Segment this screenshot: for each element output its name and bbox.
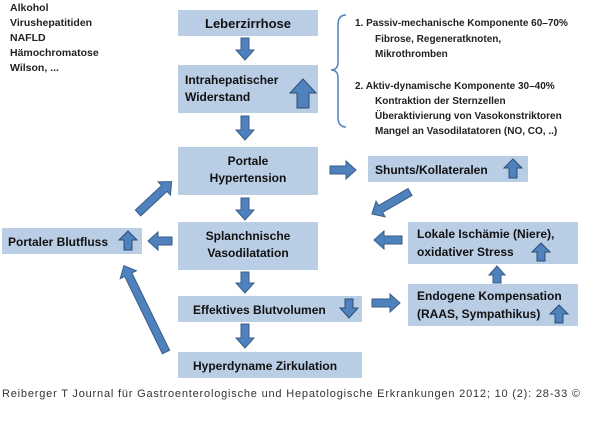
component-item: Überaktivierung von Vasokonstriktoren xyxy=(375,109,562,122)
components-passiv: 1. Passiv-mechanische Komponente 60–70% … xyxy=(355,18,568,60)
node-label: Hyperdyname Zirkulation xyxy=(193,359,337,373)
node-box xyxy=(178,296,362,322)
arrow-hypertension-to-shunts xyxy=(329,159,357,181)
arrow-widerstand-to-hypertension xyxy=(234,115,256,141)
node-label: (RAAS, Sympathikus) xyxy=(417,307,540,321)
arrow-down-icon xyxy=(338,298,360,319)
components-aktiv: 2. Aktiv-dynamische Komponente 30–40% Ko… xyxy=(355,81,562,137)
cause-item: Wilson, ... xyxy=(10,62,59,74)
node-effektives-blutvolumen: Effektives Blutvolumen xyxy=(178,296,362,322)
node-label: Portaler Blutfluss xyxy=(8,235,108,249)
arrow-kompensation-to-ischaemie xyxy=(487,265,507,284)
node-label: Shunts/Kollateralen xyxy=(375,163,488,177)
node-box xyxy=(178,352,362,378)
node-box xyxy=(408,284,578,326)
node-label: Lokale Ischämie (Niere), xyxy=(417,227,554,241)
node-label: Widerstand xyxy=(185,90,250,104)
node-leberzirrhose: Leberzirrhose xyxy=(178,10,318,36)
node-box xyxy=(178,222,318,270)
arrow-blutfluss-to-hypertension xyxy=(134,181,173,217)
arrow-ischaemie-to-vasodilatation xyxy=(373,229,403,251)
node-hyperdyname-zirkulation: Hyperdyname Zirkulation xyxy=(178,352,362,378)
arrow-vasodilatation-to-blutfluss xyxy=(147,230,173,252)
node-lokale-ischaemie: Lokale Ischämie (Niere), oxidativer Stre… xyxy=(408,222,578,264)
node-label: Effektives Blutvolumen xyxy=(193,303,326,317)
arrow-blutvolumen-to-kompensation xyxy=(371,292,401,314)
arrow-zirkulation-to-blutfluss xyxy=(119,265,171,355)
node-label: Splanchnische xyxy=(206,229,291,243)
node-label: Leberzirrhose xyxy=(205,16,291,31)
arrow-up-icon xyxy=(288,78,318,109)
arrow-up-icon xyxy=(117,230,139,251)
node-splanchnische-vasodilatation: Splanchnische Vasodilatation xyxy=(178,222,318,270)
node-endogene-kompensation: Endogene Kompensation (RAAS, Sympathikus… xyxy=(408,284,578,326)
component-item: Kontraktion der Sternzellen xyxy=(375,96,506,107)
arrow-up-icon xyxy=(548,304,570,324)
arrow-blutvolumen-to-zirkulation xyxy=(234,323,256,349)
node-label: Portale xyxy=(228,154,269,168)
citation: Reiberger T Journal für Gastroenterologi… xyxy=(2,388,580,400)
arrow-leberzirrhose-to-widerstand xyxy=(234,37,256,61)
node-label: Vasodilatation xyxy=(207,246,288,260)
arrow-up-icon xyxy=(530,242,552,262)
node-box xyxy=(178,10,318,36)
arrow-up-icon xyxy=(502,158,524,179)
curly-brace-icon xyxy=(330,14,347,128)
node-box xyxy=(408,222,578,264)
node-label: Hypertension xyxy=(210,171,287,185)
node-label: Intrahepatischer xyxy=(185,73,279,87)
arrow-vasodilatation-to-blutvolumen xyxy=(234,271,256,294)
cause-item: Hämochromatose xyxy=(10,47,99,59)
component-heading: 2. Aktiv-dynamische Komponente 30–40% xyxy=(355,81,555,92)
node-portaler-blutfluss: Portaler Blutfluss xyxy=(2,228,142,254)
component-heading: 1. Passiv-mechanische Komponente 60–70% xyxy=(355,18,568,29)
node-box xyxy=(178,147,318,195)
arrow-hypertension-to-vasodilatation xyxy=(234,197,256,221)
causes-list: Alkohol Virushepatitiden NAFLD Hämochrom… xyxy=(10,2,99,74)
flow-arrows xyxy=(119,37,507,355)
component-item: Fibrose, Regeneratknoten, xyxy=(375,34,501,45)
arrow-shunts-to-vasodilatation xyxy=(371,187,413,218)
node-widerstand: Intrahepatischer Widerstand xyxy=(178,65,318,113)
node-box xyxy=(368,156,528,182)
cause-item: Virushepatitiden xyxy=(10,17,92,29)
node-box xyxy=(2,228,142,254)
node-label: Endogene Kompensation xyxy=(417,289,562,303)
component-item: Mangel an Vasodilatatoren (NO, CO, ..) xyxy=(375,126,557,137)
node-portale-hypertension: Portale Hypertension xyxy=(178,147,318,195)
node-shunts: Shunts/Kollateralen xyxy=(368,156,528,182)
cause-item: Alkohol xyxy=(10,2,49,14)
cause-item: NAFLD xyxy=(10,32,46,44)
component-item: Mikrothromben xyxy=(375,49,448,60)
node-label: oxidativer Stress xyxy=(417,245,514,259)
